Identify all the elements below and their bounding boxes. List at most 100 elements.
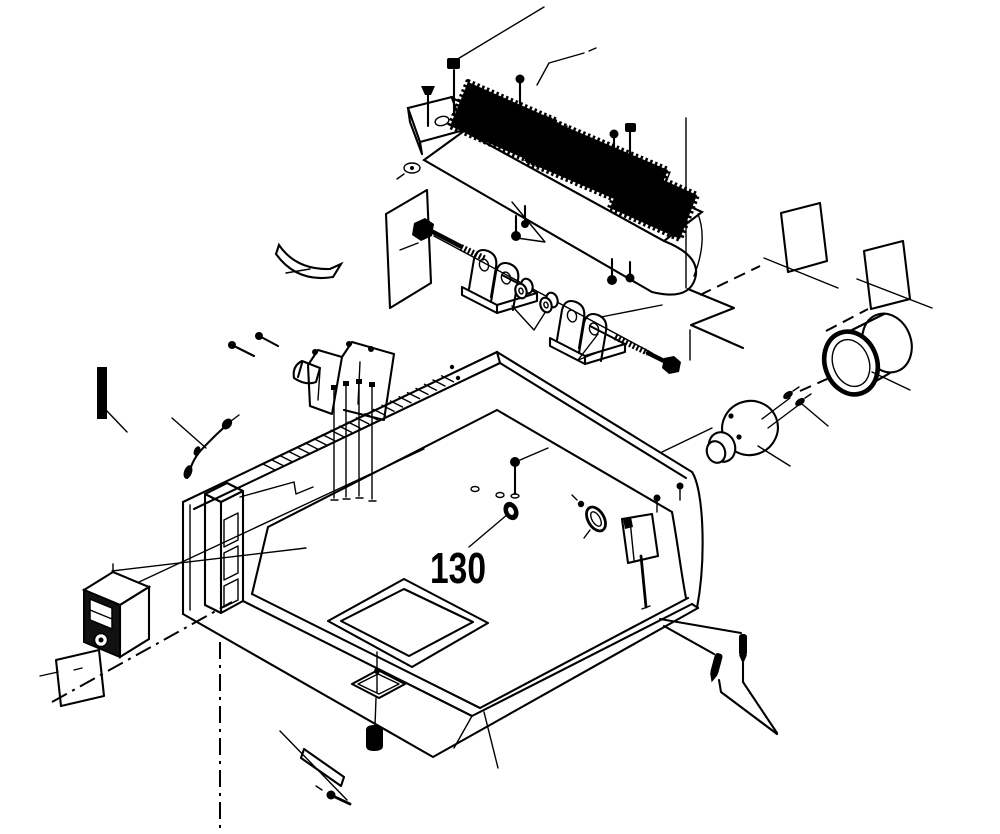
bushing-step-2 xyxy=(705,440,727,464)
back-wall-top-inner-edge xyxy=(192,361,502,511)
end-bushing xyxy=(661,386,829,467)
fuse-leads xyxy=(658,617,779,736)
flange-front-face xyxy=(406,106,424,156)
strip-screw-icon xyxy=(326,790,336,800)
rubber-foot xyxy=(366,725,383,751)
part-callout-130: 130 xyxy=(430,513,509,593)
support-bracket-tab xyxy=(623,517,633,529)
hex-bolt-head-icon xyxy=(662,356,681,374)
interior-floor-edges xyxy=(250,525,690,710)
screw-head-icon xyxy=(356,379,362,384)
support-bracket-rod xyxy=(620,512,660,610)
wedge-pointer-1 xyxy=(511,305,547,331)
bottom-outer-edge xyxy=(181,606,700,759)
screw-shaft xyxy=(330,389,339,501)
screw-icon xyxy=(312,349,318,355)
hex-bolt-leader xyxy=(399,242,419,251)
column-slot-2 xyxy=(223,545,239,581)
hex-bolt-1 xyxy=(399,218,488,262)
fuse-lead-2 xyxy=(710,653,723,683)
switch-cover-plate xyxy=(39,648,106,708)
floor-hole-2 xyxy=(495,491,505,499)
rotation-arrow-tail xyxy=(285,268,311,274)
rocker-split-line xyxy=(89,609,113,620)
hex-bolt-threads xyxy=(459,244,488,262)
screw-icon xyxy=(625,123,636,132)
under-bar-bracket-outline xyxy=(511,201,546,243)
fuse-lead-2-tip xyxy=(710,672,718,683)
screw-head-icon xyxy=(343,381,349,386)
bushing-screw-shafts xyxy=(761,397,801,429)
washer-hole xyxy=(518,287,524,295)
flange-hole xyxy=(434,115,450,127)
screw-icon xyxy=(228,341,236,349)
rotation-arrow-body xyxy=(274,242,344,279)
bracket-ear-2-hole xyxy=(500,271,512,285)
grommet-hole xyxy=(508,507,514,515)
wall-step-notch xyxy=(239,481,314,498)
right-wall-top-outer-edge xyxy=(495,350,694,474)
bar-front-face xyxy=(422,129,698,296)
fuse-lead-1-tip xyxy=(739,655,747,664)
bolts-under-bar xyxy=(511,201,635,285)
floor-hole-1 xyxy=(470,485,480,493)
screw-head-icon xyxy=(331,385,337,390)
right-side-parts xyxy=(661,201,933,467)
bushing-hole-1 xyxy=(728,413,734,419)
hex-bolt-head-icon xyxy=(412,218,434,241)
wedge-pointer-2 xyxy=(577,333,605,361)
black-bar xyxy=(97,367,128,433)
side-panel-plate-1 xyxy=(779,201,829,274)
flange-nut-tick xyxy=(396,173,405,180)
bracket-ear-1 xyxy=(467,248,498,299)
ring-axis-dashes xyxy=(825,308,869,332)
adapter-ring xyxy=(821,312,913,397)
fuse-lead-line-2b xyxy=(717,678,779,736)
fuse-lead-1 xyxy=(739,634,747,656)
bolt-head-icon xyxy=(625,273,635,283)
flange-under-nut xyxy=(403,162,421,174)
screw-icon xyxy=(609,129,619,139)
washer-hole xyxy=(543,301,549,309)
screw-shaft xyxy=(261,336,280,348)
rim-screw-1 xyxy=(653,494,661,502)
flange-under-nut-hole xyxy=(410,166,414,170)
switch-leader-line-1 xyxy=(111,547,307,572)
long-drop-screws xyxy=(330,379,377,502)
callout-label: 130 xyxy=(430,544,486,593)
guard-panel xyxy=(384,188,433,310)
screw-icon xyxy=(447,58,460,69)
column-slot-3 xyxy=(223,578,239,608)
screw-tick xyxy=(804,393,812,399)
support-rod xyxy=(639,554,648,609)
foot-plate-inner xyxy=(357,673,400,695)
bushing-axis-dashes xyxy=(799,374,837,392)
strip-screw-tick xyxy=(315,785,323,791)
fuse-lead-2-body xyxy=(710,653,723,676)
cutout-inner-rim xyxy=(339,587,475,658)
screw-icon xyxy=(255,332,263,340)
break-zigzag-line xyxy=(686,287,745,350)
screw-icon xyxy=(346,341,352,347)
rim-screw-2 xyxy=(676,482,684,490)
floor-screw-head xyxy=(510,457,520,467)
foot-connect-line xyxy=(374,697,377,727)
top-leader-line-2 xyxy=(536,47,597,86)
fuse-lead-line-1 xyxy=(658,617,743,635)
front-corner-edge xyxy=(453,715,473,749)
screw-icon xyxy=(515,74,525,84)
foot-plate-outer xyxy=(350,668,407,700)
bushing-axis-line xyxy=(661,427,713,453)
screw-shaft xyxy=(234,345,256,358)
mounting-screws-top xyxy=(421,58,636,164)
cover-plate-leader xyxy=(39,671,59,677)
mounting-strip xyxy=(299,747,346,788)
corner-hole-2 xyxy=(455,375,461,381)
screw-head-icon xyxy=(369,382,375,387)
rotation-arrow xyxy=(274,242,344,279)
right-front-wall-edge xyxy=(690,470,704,610)
back-corner-edge xyxy=(495,350,502,365)
washer-front xyxy=(514,282,528,300)
serrated-insert-block-1 xyxy=(447,79,560,168)
